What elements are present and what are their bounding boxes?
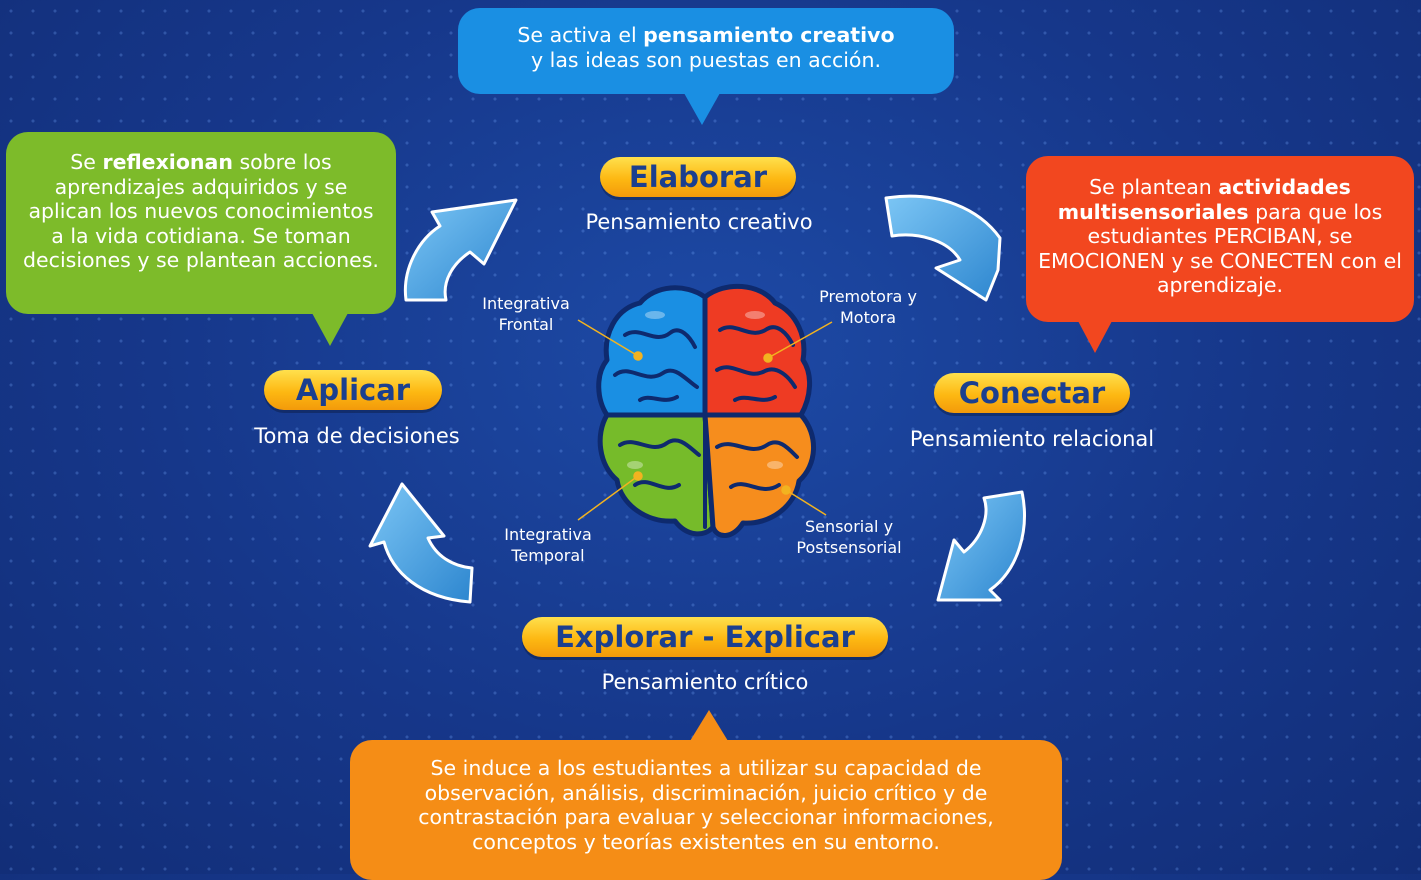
brain-icon [596, 283, 816, 538]
stage-explorar-title: Explorar - Explicar [522, 617, 888, 657]
stage-conectar-title: Conectar [934, 373, 1130, 413]
bubble-elaborar-text-pre: Se activa el [517, 23, 644, 47]
arrow-conectar-explorar-icon [936, 490, 1026, 602]
stage-conectar-subtitle: Pensamiento relacional [909, 427, 1155, 451]
brain-label-premotora-line1: Premotora y [819, 287, 917, 306]
bubble-elaborar: Se activa el pensamiento creativo y las … [458, 8, 954, 125]
brain-label-premotora: Premotora y Motora [806, 286, 930, 328]
arrow-aplicar-elaborar-icon [403, 198, 518, 302]
brain-gyri [613, 295, 799, 529]
bubble-conectar: Se plantean actividades multisensoriales… [1026, 156, 1414, 353]
bubble-aplicar-text-post: sobre los aprendizajes adquiridos y se a… [23, 150, 379, 272]
brain-label-frontal-line2: Frontal [498, 315, 554, 334]
bubble-aplicar-text-pre: Se [70, 150, 103, 174]
bubble-explorar-text: Se induce a los estudiantes a utilizar s… [418, 756, 994, 854]
bubble-explorar: Se induce a los estudiantes a utilizar s… [350, 710, 1062, 880]
brain-label-premotora-line2: Motora [839, 308, 897, 327]
bubble-aplicar-text-bold: reflexionan [102, 150, 233, 174]
bubble-conectar-text-pre: Se plantean [1089, 175, 1219, 199]
brain-label-sensorial: Sensorial y Postsensorial [782, 516, 916, 558]
bubble-elaborar-text-post: y las ideas son puestas en acción. [531, 47, 881, 72]
bubble-aplicar: Se reflexionan sobre los aprendizajes ad… [6, 132, 396, 346]
brain-label-temporal: Integrativa Temporal [490, 524, 606, 566]
brain-label-frontal: Integrativa Frontal [468, 293, 584, 335]
bubble-elaborar-text-bold: pensamiento creativo [643, 23, 895, 47]
brain-frontal-lobe [596, 285, 708, 418]
stage-explorar-subtitle: Pensamiento crítico [601, 670, 809, 694]
brain-premotor-lobe [702, 283, 812, 418]
brain-label-sensorial-line2: Postsensorial [796, 538, 902, 557]
arrow-elaborar-conectar-icon [884, 194, 1002, 302]
brain-label-temporal-line2: Temporal [511, 546, 585, 565]
stage-elaborar-title: Elaborar [600, 157, 796, 197]
arrow-explorar-aplicar-icon [368, 482, 474, 604]
stage-aplicar-subtitle: Toma de decisiones [254, 424, 460, 448]
brain-label-sensorial-line1: Sensorial y [804, 517, 894, 536]
brain-label-temporal-line1: Integrativa [504, 525, 592, 544]
stage-aplicar-title: Aplicar [264, 370, 442, 410]
brain-label-frontal-line1: Integrativa [482, 294, 570, 313]
bubble-conectar-text-post: para que los estudiantes PERCIBAN, se EM… [1038, 199, 1402, 298]
stage-elaborar-subtitle: Pensamiento creativo [585, 210, 813, 234]
brain-highlights [627, 311, 783, 469]
bubble-conectar-text-bold: actividades multisensoriales [1057, 175, 1351, 224]
